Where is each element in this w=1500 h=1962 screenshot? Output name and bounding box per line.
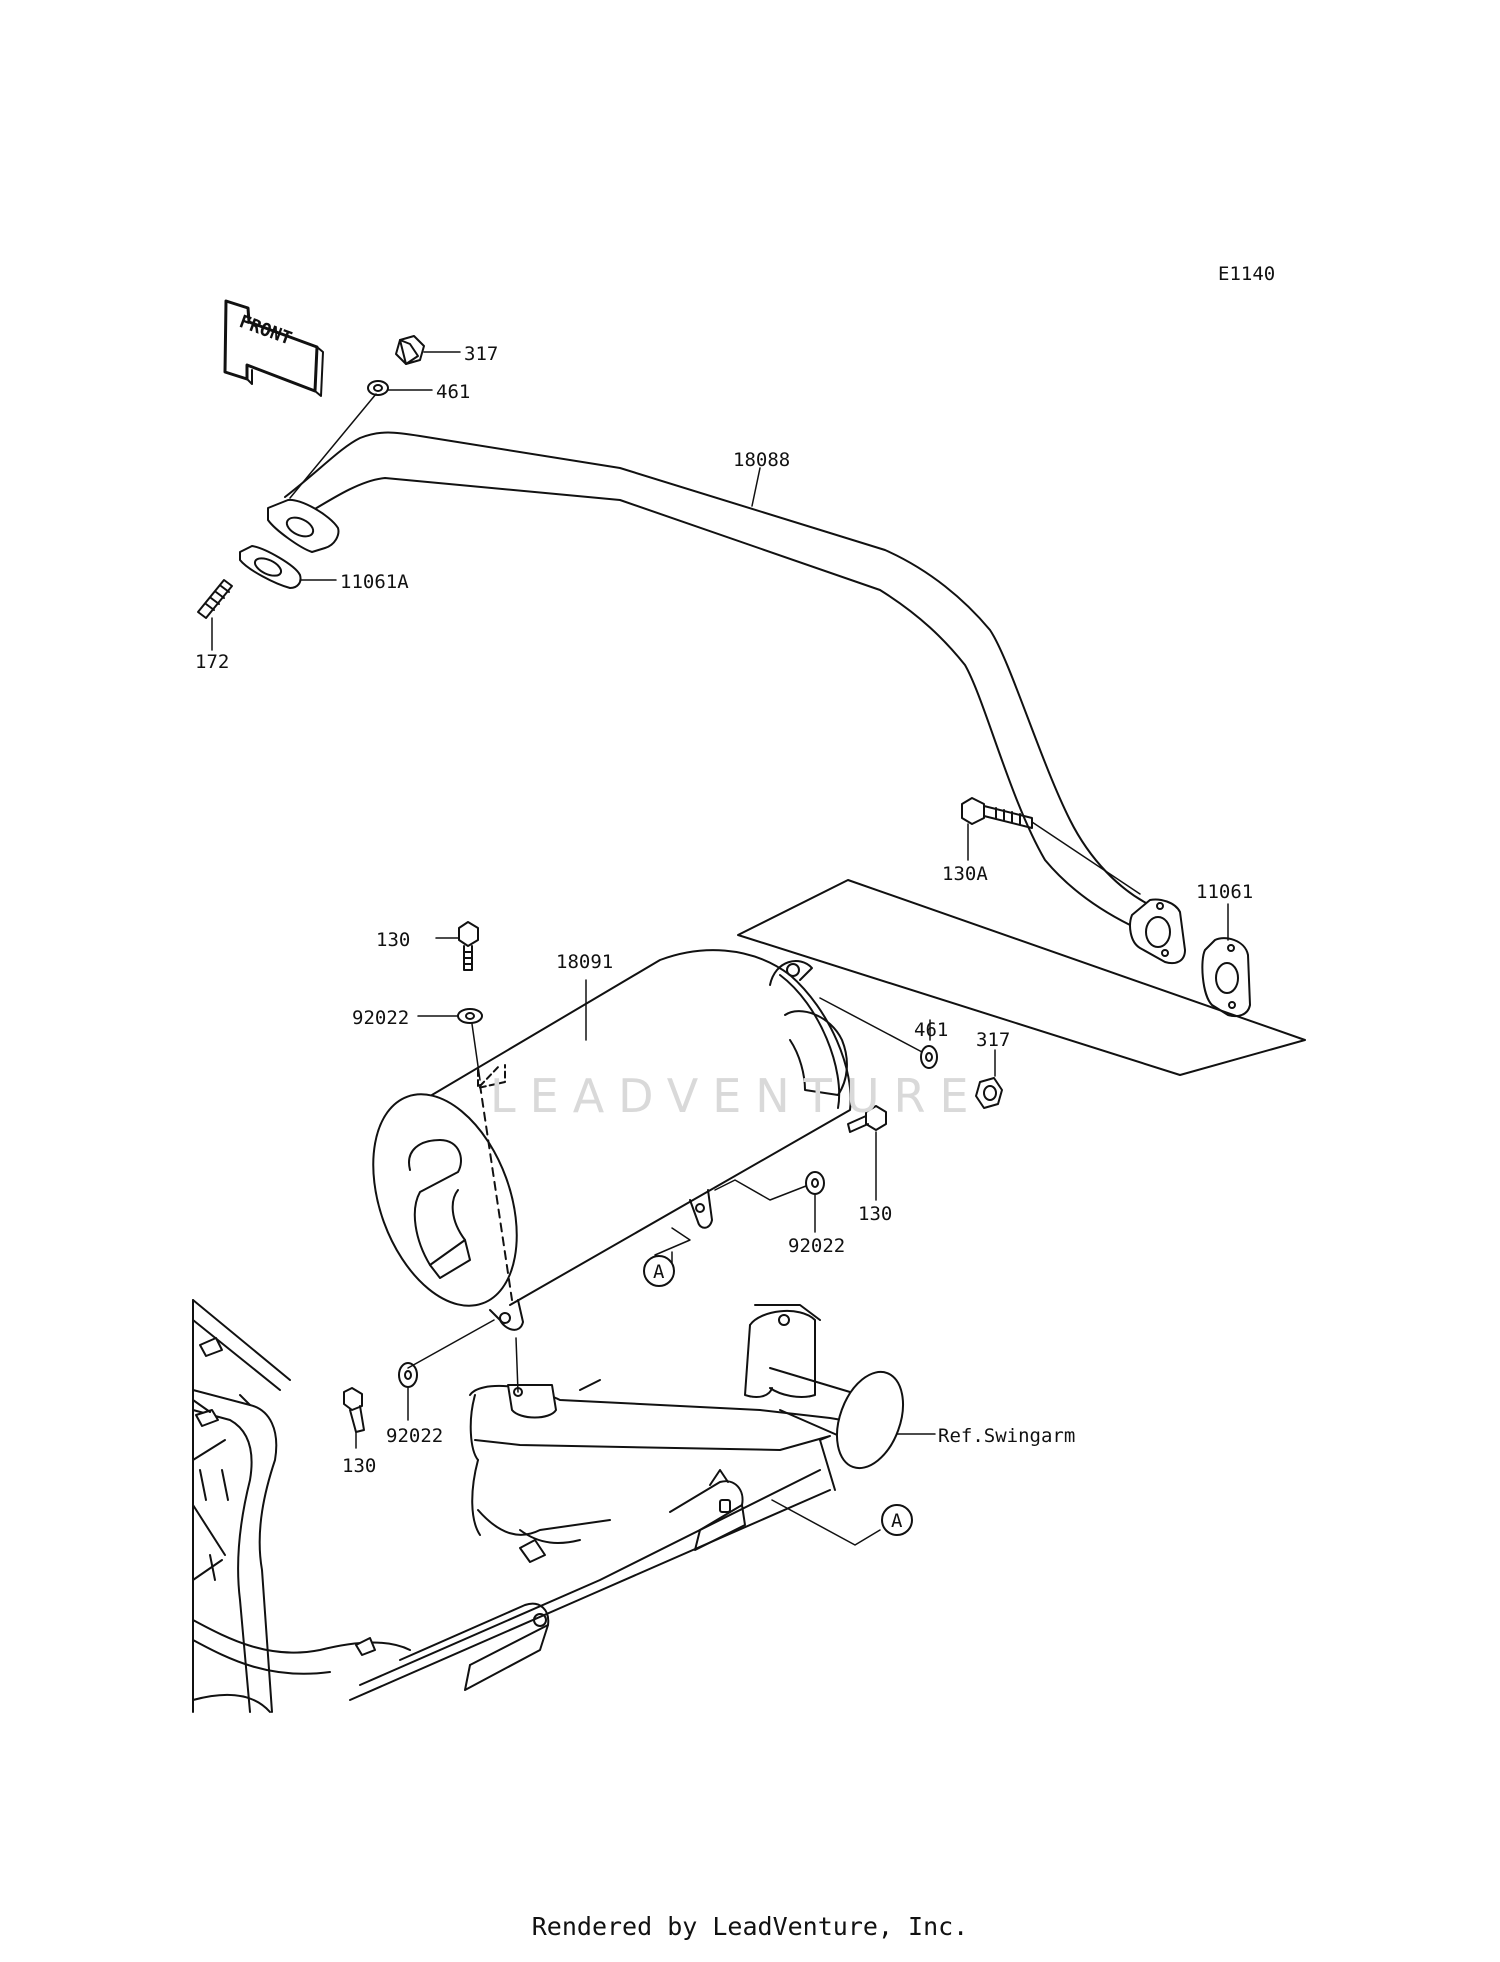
callout-gasket-rear: 11061 xyxy=(1196,881,1253,903)
nut-top xyxy=(395,335,425,365)
callout-washer-mid-right: 92022 xyxy=(788,1235,845,1257)
nut-right xyxy=(975,1077,1003,1109)
stud xyxy=(197,579,233,619)
callout-bolt-130a: 130A xyxy=(942,863,988,885)
callout-washer-right: 461 xyxy=(914,1019,948,1041)
washer-bottom xyxy=(398,1362,418,1388)
callout-stud: 172 xyxy=(195,651,229,673)
vehicle-frame xyxy=(192,1299,904,1713)
leader-lines xyxy=(211,351,1229,1546)
bolt-130a xyxy=(961,797,1033,829)
callout-nut-right: 317 xyxy=(976,1029,1010,1051)
ref-circle-a-lower xyxy=(881,1504,913,1536)
callout-ref-swingarm: Ref.Swingarm xyxy=(938,1425,1075,1447)
callout-washer-bottom: 92022 xyxy=(386,1425,443,1447)
front-arrow-icon xyxy=(223,299,324,397)
callout-washer-top: 461 xyxy=(436,381,470,403)
muffler xyxy=(372,949,852,1331)
callout-washer-top-left: 92022 xyxy=(352,1007,409,1029)
bolt-right xyxy=(847,1105,887,1133)
diagram-code: E1140 xyxy=(1218,263,1275,285)
exhaust-pipe xyxy=(267,431,1186,965)
callout-exhaust-pipe: 18088 xyxy=(733,449,790,471)
watermark: LEADVENTURE xyxy=(490,1069,983,1123)
callout-ref-a-upper: A xyxy=(653,1261,665,1283)
washer-top-left xyxy=(457,1008,483,1024)
callout-ref-a-lower: A xyxy=(891,1510,903,1532)
gasket-front xyxy=(239,545,302,589)
callout-bolt-bottom: 130 xyxy=(342,1455,376,1477)
ref-circle-a-upper xyxy=(643,1255,675,1287)
reference-plane xyxy=(737,879,1306,1076)
footer-credit: Rendered by LeadVenture, Inc. xyxy=(531,1912,969,1941)
washer-mid-right xyxy=(805,1171,825,1195)
callout-muffler: 18091 xyxy=(556,951,613,973)
washer-top xyxy=(367,380,389,396)
callout-bolt-right: 130 xyxy=(858,1203,892,1225)
gasket-rear xyxy=(1201,937,1251,1018)
washer-right xyxy=(920,1045,938,1069)
callout-bolt-top-left: 130 xyxy=(376,929,410,951)
bolt-bottom xyxy=(343,1387,365,1433)
callout-nut-top: 317 xyxy=(464,343,498,365)
bolt-top-left xyxy=(458,921,479,971)
callout-gasket-front: 11061A xyxy=(340,571,409,593)
